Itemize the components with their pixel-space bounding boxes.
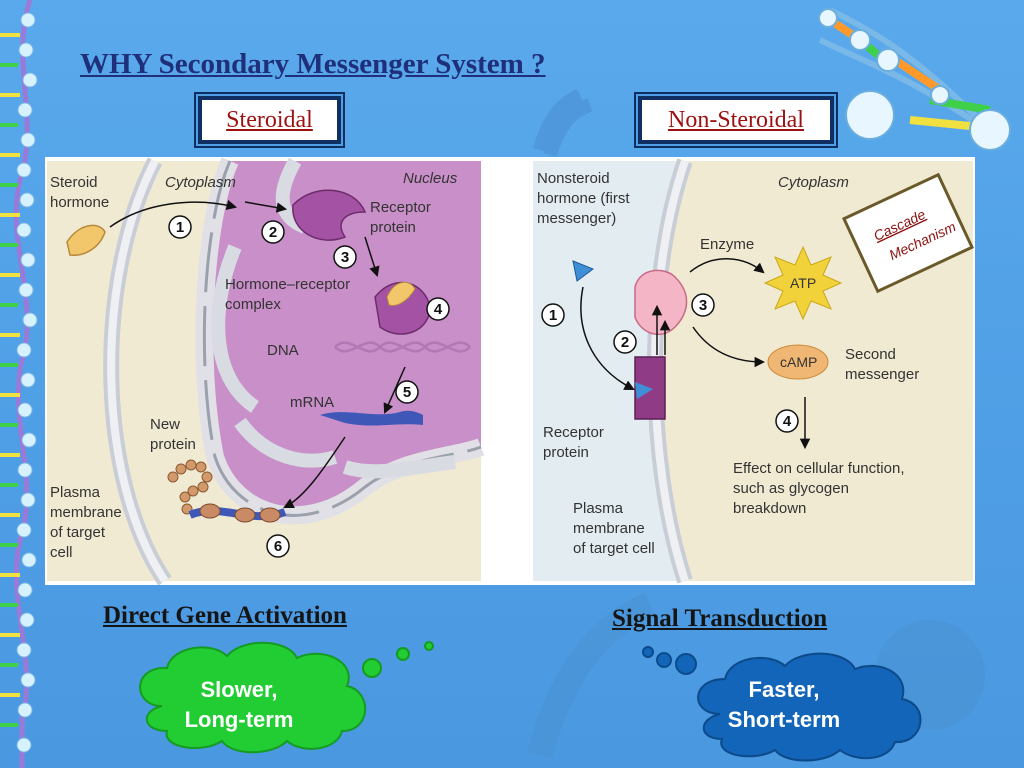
steroid-step-2: 2: [269, 224, 277, 241]
steroid-diagram: 1 2 3 4 5 6 Steroid hormone Cytoplasm Nu…: [47, 157, 485, 586]
atp-star: [763, 245, 843, 321]
slower-text: Slower,: [200, 677, 278, 702]
camp-shape: [767, 344, 829, 380]
camp-label: cAMP: [780, 354, 817, 370]
effect-label-3: breakdown: [733, 500, 806, 517]
plasma-membrane-right-label-3: of target cell: [573, 540, 655, 557]
plasma-membrane-right-label-1: Plasma: [573, 500, 624, 517]
plasma-membrane-left-label-2: membrane: [50, 504, 122, 521]
mechanism-diagrams: 1 2 3 4 5 6 Steroid hormone Cytoplasm Nu…: [47, 157, 973, 586]
cytoplasm-label-left: Cytoplasm: [165, 174, 236, 191]
new-protein-label-1: New: [150, 416, 180, 433]
dna-label: DNA: [267, 342, 299, 359]
cascade-mechanism-note: Cascade Mechanism: [841, 172, 975, 294]
receptor-protein-label-1: Receptor: [370, 199, 431, 216]
hormone-receptor-complex-label-2: complex: [225, 296, 281, 313]
second-messenger-label-1: Second: [845, 346, 896, 363]
mrna-strand: [320, 410, 423, 426]
steroid-hormone-label-2: hormone: [50, 194, 109, 211]
effect-label-2: such as glycogen: [733, 480, 849, 497]
second-messenger-label-2: messenger: [845, 366, 919, 383]
non-steroidal-label: Non-Steroidal: [638, 96, 834, 144]
faster-short-term-text: Faster, Short-term: [694, 675, 874, 735]
effect-label-1: Effect on cellular function,: [733, 460, 905, 477]
background-silhouette-decoration: [533, 90, 593, 158]
enzyme-label: Enzyme: [700, 236, 754, 253]
new-protein-label-2: protein: [150, 436, 196, 453]
plasma-membrane-left-label-1: Plasma: [50, 484, 101, 501]
steroid-step-3: 3: [341, 249, 349, 266]
dna-helix-top-right-decoration: [818, 7, 1011, 151]
first-messenger-label-1: Nonsteroid: [537, 170, 610, 187]
signal-transduction-heading: Signal Transduction: [612, 605, 828, 632]
nonsteroid-step-1: 1: [549, 307, 557, 324]
steroid-hormone-molecule: [66, 224, 106, 256]
cytoplasm-label-right: Cytoplasm: [778, 174, 849, 191]
diagram-panel: 1 2 3 4 5 6 Steroid hormone Cytoplasm Nu…: [45, 157, 975, 586]
steroid-step-6: 6: [274, 538, 282, 555]
plasma-membrane-left-label-3: of target: [50, 524, 106, 541]
steroid-step-1: 1: [176, 219, 184, 236]
mrna-label: mRNA: [290, 394, 334, 411]
first-messenger-molecule: [572, 260, 595, 282]
slower-thought-cloud: [139, 641, 434, 754]
nonsteroid-step-2: 2: [621, 334, 629, 351]
long-term-text: Long-term: [184, 707, 294, 732]
receptor-protein-label-2: protein: [370, 219, 416, 236]
dna-helix-left-decoration: [0, 0, 38, 768]
receptor-protein-right-label-2: protein: [543, 444, 589, 461]
faster-text: Faster,: [748, 677, 820, 702]
receptor-protein-shape: [292, 189, 367, 241]
nonsteroid-step-3: 3: [699, 297, 707, 314]
steroid-step-5: 5: [403, 384, 411, 401]
atp-label: ATP: [790, 275, 816, 291]
slower-long-term-text: Slower, Long-term: [150, 675, 328, 735]
hormone-receptor-complex-label-1: Hormone–receptor: [225, 276, 350, 293]
steroid-hormone-label-1: Steroid: [50, 174, 98, 191]
plasma-membrane-left-label-4: cell: [50, 544, 73, 561]
slide-title: WHY Secondary Messenger System ?: [80, 48, 546, 80]
first-messenger-label-2: hormone (first: [537, 190, 630, 207]
faster-thought-cloud: [642, 646, 922, 762]
steroid-step-4: 4: [434, 301, 443, 318]
plasma-membrane-right-label-2: membrane: [573, 520, 645, 537]
short-term-text: Short-term: [727, 707, 841, 732]
steroidal-label: Steroidal: [198, 96, 341, 144]
enzyme-shape: [634, 269, 688, 336]
first-messenger-label-3: messenger): [537, 210, 616, 227]
new-protein-chain: [167, 459, 213, 515]
nucleus-label: Nucleus: [403, 170, 458, 187]
receptor-protein-right-label-1: Receptor: [543, 424, 604, 441]
direct-gene-activation-heading: Direct Gene Activation: [103, 602, 347, 629]
nonsteroid-step-4: 4: [783, 413, 792, 430]
